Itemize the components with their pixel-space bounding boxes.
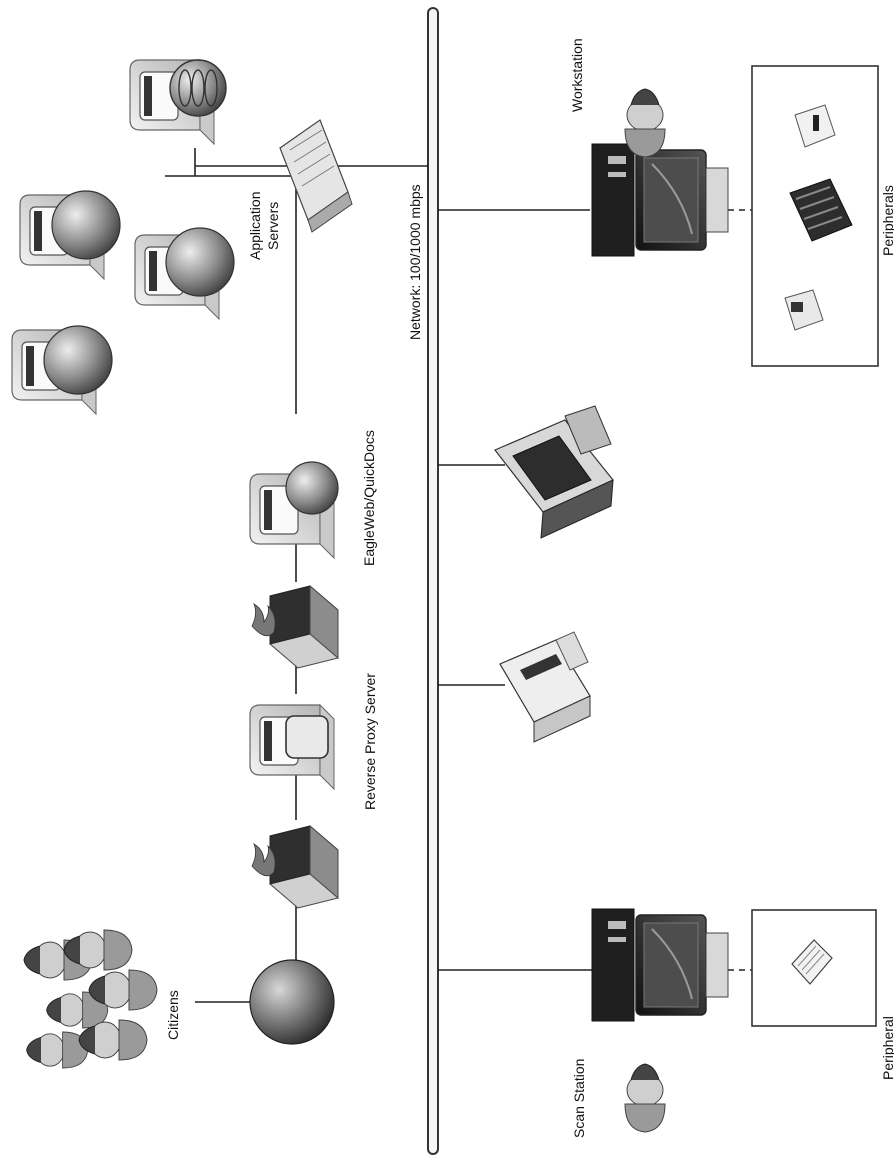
peripherals-label: Peripherals: [880, 185, 894, 256]
internet-globe-icon: [249, 959, 335, 1045]
scanner-icon: [791, 939, 833, 985]
database-disk-icon: [169, 59, 227, 117]
peripheral-label: Peripheral: [880, 1016, 894, 1080]
application-server-globe-icon: [43, 325, 113, 395]
connection-lines: [165, 148, 752, 1003]
scan-station-pc-icon: [591, 908, 729, 1022]
eagleweb-quickdocs-label: EagleWeb/QuickDocs: [361, 430, 377, 566]
card-reader-icon: [784, 289, 824, 331]
application-server-globe-icon: [51, 190, 121, 260]
receipt-printer-icon: [794, 104, 836, 148]
workstation-user-icon: [624, 88, 666, 158]
scan-station-user-icon: [624, 1063, 666, 1133]
network-label: Network: 100/1000 mbps: [407, 184, 423, 340]
workstation-pc-icon: [591, 143, 729, 257]
multifunction-printer-icon: [494, 405, 614, 539]
application-server-globe-icon: [165, 227, 235, 297]
scan-station-label: Scan Station: [571, 1059, 587, 1138]
eagleweb-globe-icon: [285, 461, 339, 515]
application-servers-label-line1: Application: [247, 192, 263, 261]
firewall-icon: [251, 825, 339, 909]
citizens-label: Citizens: [165, 990, 181, 1040]
workstation-label: Workstation: [569, 38, 585, 112]
network-switch-icon: [279, 119, 353, 233]
citizens-group-icon: [23, 929, 158, 1069]
firewall-icon: [251, 585, 339, 669]
reverse-proxy-server-label: Reverse Proxy Server: [362, 673, 378, 810]
application-servers-label-line2: Servers: [265, 202, 281, 250]
cash-drawer-icon: [789, 178, 853, 242]
proxy-badge-icon: [285, 715, 329, 759]
network-backbone: [427, 7, 439, 1155]
laser-printer-icon: [499, 631, 591, 743]
